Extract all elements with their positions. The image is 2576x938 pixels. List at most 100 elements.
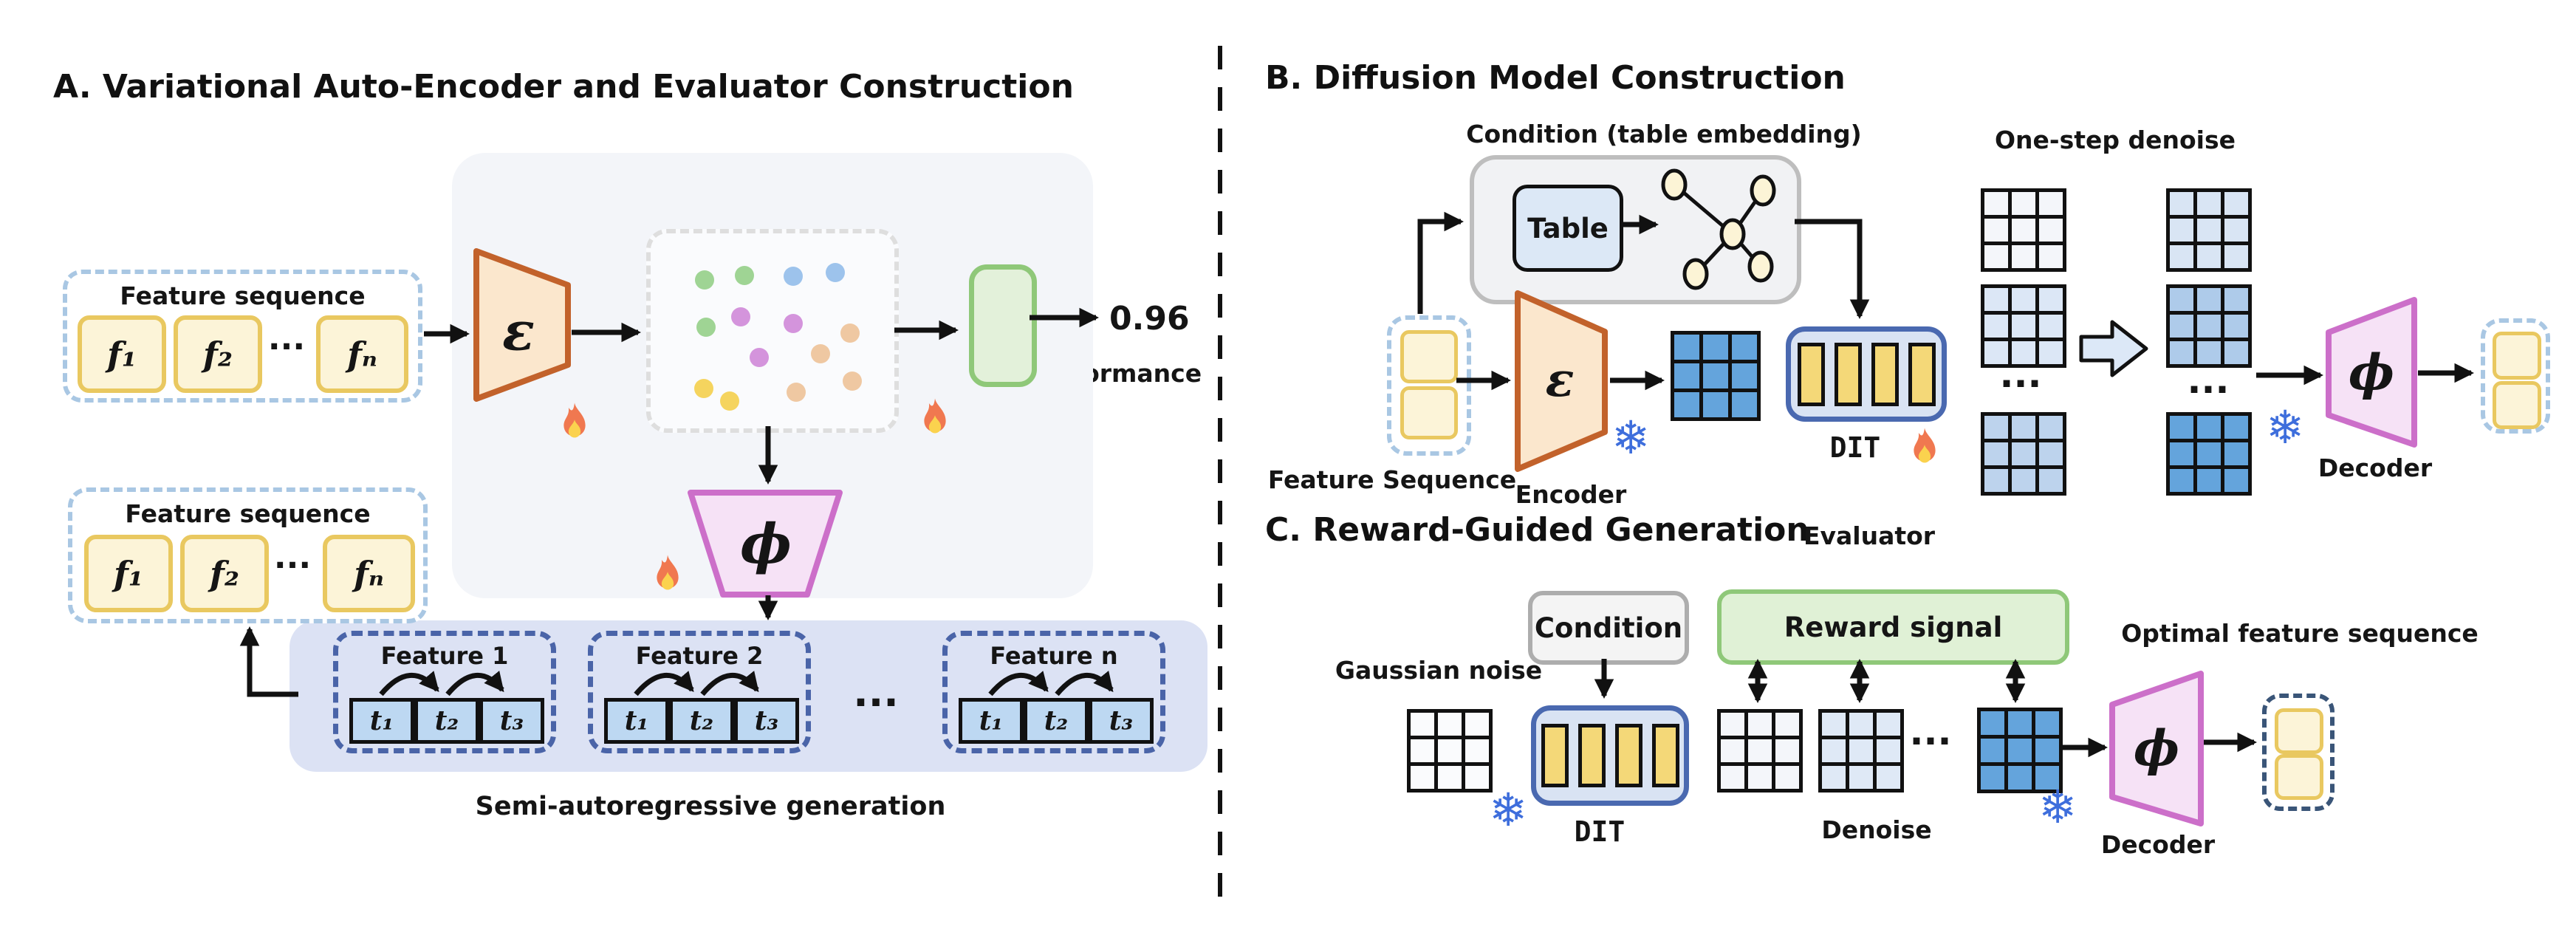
- snowflake-icon: ❄: [2266, 400, 2304, 454]
- condition-box-c: Condition: [1528, 591, 1689, 665]
- band-feature-n-label: Feature n: [990, 642, 1118, 670]
- big-denoise-arrow: [2079, 320, 2148, 377]
- feature-sequence-top-label: Feature sequence: [120, 281, 366, 310]
- gcn-node: [1747, 250, 1774, 283]
- gcn-graph: [1661, 168, 1776, 290]
- decoder-b-trapezoid: [2326, 297, 2417, 448]
- denoised-grid: [2166, 412, 2252, 496]
- decoder-a-trapezoid: [688, 490, 843, 598]
- embedding-dot: [811, 344, 830, 363]
- reward-signal-box: Reward signal: [1717, 589, 2069, 665]
- arrow-condition-to-dit: [1795, 219, 1870, 319]
- band-feature-2: Feature 2: [588, 631, 811, 753]
- snowflake-icon: ❄: [1611, 411, 1650, 465]
- condition-embedding-label: Condition (table embedding): [1466, 120, 1862, 148]
- feature-token: [2275, 708, 2323, 754]
- band-feature-n: Feature n: [942, 631, 1165, 753]
- encoder-b-trapezoid: [1515, 290, 1608, 472]
- evaluator-a-box: [969, 264, 1037, 387]
- optimal-sequence-label: Optimal feature sequence: [2121, 619, 2479, 648]
- dit-box-b: [1786, 326, 1947, 422]
- semi-autoregressive-label: Semi-autoregressive generation: [475, 792, 946, 821]
- encoder-b-symbol: ε: [1545, 352, 1575, 408]
- snowflake-icon: ❄: [1489, 783, 1527, 837]
- denoise-grid-final: [1977, 708, 2063, 793]
- band-feature-1: Feature 1: [333, 631, 556, 753]
- one-step-denoise-label: One-step denoise: [1994, 126, 2236, 154]
- denoise-grid-1: [1717, 709, 1803, 792]
- token-t1: t₁: [604, 698, 669, 744]
- embedding-dot: [720, 391, 739, 411]
- band-ellipsis: ...: [853, 669, 899, 716]
- decoder-c-symbol: ϕ: [2133, 719, 2180, 777]
- performance-score: 0.96: [1109, 300, 1190, 338]
- decoder-c-label: Decoder: [2100, 830, 2216, 859]
- hop-arrow: [445, 671, 504, 696]
- feature-token: [2493, 381, 2541, 429]
- decoder-b-label: Decoder: [2318, 453, 2433, 482]
- noise-grid: [1981, 284, 2066, 368]
- hop-arrow: [379, 671, 439, 696]
- token-t1: t₁: [959, 698, 1024, 744]
- token-t2: t₂: [669, 698, 734, 744]
- fire-icon: [1914, 428, 1936, 463]
- gcn-node: [1750, 174, 1776, 207]
- embedding-dot: [843, 372, 862, 391]
- ellipsis: ...: [1909, 711, 1952, 753]
- hop-arrow: [1055, 671, 1114, 696]
- feature-sequence-b-box: [1387, 315, 1471, 456]
- hop-arrow: [634, 671, 694, 696]
- gcn-node: [1719, 218, 1746, 250]
- panel-b-title: B. Diffusion Model Construction: [1265, 59, 1846, 97]
- feature-sequence-b-label: Feature Sequence: [1267, 465, 1517, 494]
- feature-fn: fₙ: [316, 315, 408, 393]
- panel-a-title: A. Variational Auto-Encoder and Evaluato…: [53, 68, 1074, 106]
- denoise-grid-2: [1818, 709, 1904, 792]
- feature-token: [1400, 386, 1458, 439]
- token-t3: t₃: [1089, 698, 1154, 744]
- band-feature-2-label: Feature 2: [635, 642, 764, 670]
- noise-grid: [1981, 188, 2066, 272]
- embedding-dot: [735, 266, 754, 285]
- denoised-grid: [2166, 188, 2252, 272]
- denoise-label: Denoise: [1821, 815, 1932, 844]
- semi-autoregressive-band: [290, 620, 1208, 772]
- encoder-b-label: Encoder: [1515, 480, 1627, 509]
- embedding-dot: [787, 383, 806, 402]
- dit-box-c: [1531, 705, 1689, 806]
- token-t2: t₂: [414, 698, 479, 744]
- fire-icon: [924, 398, 946, 434]
- encoder-a-trapezoid: [473, 248, 571, 402]
- encoder-a-symbol: ε: [502, 299, 535, 363]
- ellipsis: ···: [273, 547, 312, 584]
- token-t3: t₃: [479, 698, 544, 744]
- ellipsis: ···: [267, 328, 306, 366]
- feature-f2: f₂: [180, 535, 269, 612]
- embedding-dot: [826, 263, 845, 282]
- gaussian-noise-grid: [1407, 709, 1493, 792]
- embedding-dot: [784, 314, 803, 333]
- embedding-dot: [695, 270, 714, 290]
- feature-sequence-bottom-label: Feature sequence: [125, 499, 371, 528]
- decoder-b-symbol: ϕ: [2348, 343, 2395, 401]
- feature-f2: f₂: [174, 315, 262, 393]
- token-t1: t₁: [349, 698, 414, 744]
- embedding-dot: [750, 348, 769, 367]
- gcn-node: [1661, 168, 1688, 201]
- fire-icon: [564, 403, 586, 438]
- snowflake-icon: ❄: [2038, 780, 2077, 834]
- embedding-dot: [840, 323, 860, 343]
- denoised-grid: [2166, 284, 2252, 368]
- token-t2: t₂: [1024, 698, 1089, 744]
- ellipsis: ...: [2187, 359, 2230, 402]
- dit-b-label: DIT: [1829, 431, 1881, 464]
- hop-arrow: [700, 671, 759, 696]
- dit-c-label: DIT: [1574, 815, 1626, 848]
- table-box: Table: [1513, 185, 1623, 272]
- output-sequence-b-box: [2481, 318, 2550, 434]
- feature-token: [2275, 754, 2323, 800]
- hop-arrow: [988, 671, 1049, 696]
- optimal-sequence-box: [2262, 694, 2334, 811]
- latent-grid-b: [1671, 331, 1761, 421]
